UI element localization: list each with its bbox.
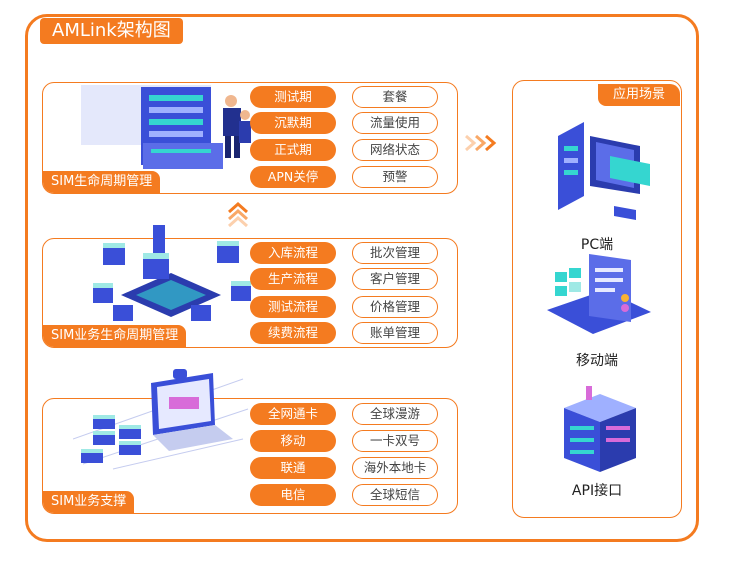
section-label: SIM业务生命周期管理 <box>43 325 187 347</box>
section-label: SIM业务支撑 <box>43 491 135 513</box>
global-roaming-button[interactable]: 全球漫游 <box>352 403 438 425</box>
stage-formal-button[interactable]: 正式期 <box>250 139 336 161</box>
stage-apn-off-button[interactable]: APN关停 <box>250 166 336 188</box>
network-cubes-illustration <box>93 225 251 321</box>
chevron-right-icon <box>465 134 497 152</box>
overseas-local-card-button[interactable]: 海外本地卡 <box>352 457 438 479</box>
section-sim-business-support: SIM业务支撑 <box>42 369 458 514</box>
batch-management-button[interactable]: 批次管理 <box>352 242 438 264</box>
stage-test-button[interactable]: 测试期 <box>250 86 336 108</box>
global-sms-button[interactable]: 全球短信 <box>352 484 438 506</box>
data-usage-button[interactable]: 流量使用 <box>352 112 438 134</box>
production-flow-button[interactable]: 生产流程 <box>250 268 336 290</box>
application-scenarios-panel <box>512 80 682 518</box>
diagram-frame <box>25 14 699 542</box>
api-server-icon <box>564 386 636 472</box>
app-pc-label: PC端 <box>580 237 614 253</box>
china-telecom-button[interactable]: 电信 <box>250 484 336 506</box>
dual-number-button[interactable]: 一卡双号 <box>352 430 438 452</box>
section-label: SIM生命周期管理 <box>43 171 161 193</box>
price-management-button[interactable]: 价格管理 <box>352 296 438 318</box>
diagram-title: AMLink架构图 <box>40 18 183 44</box>
alert-button[interactable]: 预警 <box>352 166 438 188</box>
renewal-flow-button[interactable]: 续费流程 <box>250 322 336 344</box>
china-mobile-button[interactable]: 移动 <box>250 430 336 452</box>
mobile-icon <box>547 254 651 334</box>
section-sim-business-lifecycle: SIM业务生命周期管理 <box>42 225 458 348</box>
package-button[interactable]: 套餐 <box>352 86 438 108</box>
all-network-card-button[interactable]: 全网通卡 <box>250 403 336 425</box>
chevron-up-icon <box>228 201 248 228</box>
laptop-servers-illustration <box>73 369 249 470</box>
testing-flow-button[interactable]: 测试流程 <box>250 296 336 318</box>
app-api-label: API接口 <box>571 483 623 499</box>
pc-icon <box>558 122 650 220</box>
server-team-illustration <box>81 85 251 169</box>
network-status-button[interactable]: 网络状态 <box>352 139 438 161</box>
billing-management-button[interactable]: 账单管理 <box>352 322 438 344</box>
application-scenarios-title: 应用场景 <box>598 84 680 106</box>
customer-management-button[interactable]: 客户管理 <box>352 268 438 290</box>
stage-silent-button[interactable]: 沉默期 <box>250 112 336 134</box>
section-sim-lifecycle: SIM生命周期管理 <box>42 82 458 194</box>
warehousing-flow-button[interactable]: 入库流程 <box>250 242 336 264</box>
app-mobile-label: 移动端 <box>576 353 618 369</box>
china-unicom-button[interactable]: 联通 <box>250 457 336 479</box>
